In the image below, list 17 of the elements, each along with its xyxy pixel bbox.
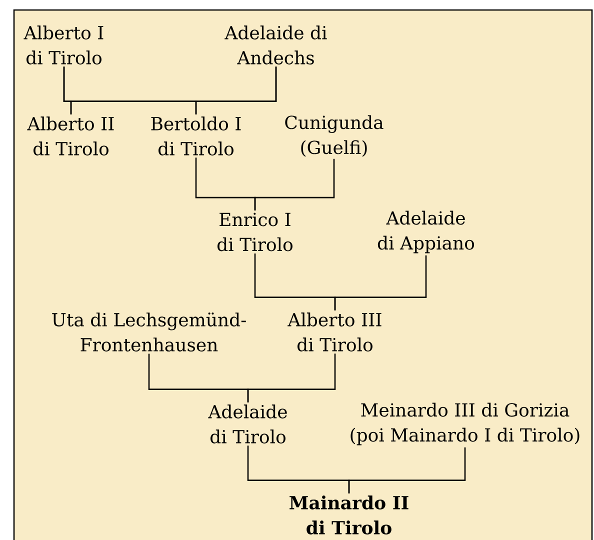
- family-line: [247, 354, 336, 402]
- person-name: Alberto II di Tirolo: [27, 116, 114, 156]
- person-name: Alberto I di Tirolo: [24, 26, 104, 64]
- family-line: [195, 66, 277, 114]
- person-name: Adelaide di Tirolo: [208, 404, 287, 444]
- person-name: Enrico I di Tirolo: [218, 212, 292, 252]
- family-line: [348, 447, 466, 494]
- person-name: Bertoldo I di Tirolo: [151, 116, 241, 156]
- family-line: [254, 158, 335, 211]
- person-name: Meinardo III di Gorizia (poi Mainardo I di Tirolo): [350, 402, 580, 446]
- person-name: Alberto III di Tirolo: [288, 312, 382, 352]
- person-name: Cunigunda (Guelfi): [285, 115, 384, 157]
- person-name: Adelaide di Andechs: [224, 26, 327, 64]
- person-name: Adelaide di Appiano: [378, 210, 474, 254]
- person-name: Mainardo II di Tirolo: [290, 496, 408, 534]
- family-line: [254, 253, 336, 310]
- person-name: Uta di Lechsgemünd-Frontenhausen: [52, 312, 246, 352]
